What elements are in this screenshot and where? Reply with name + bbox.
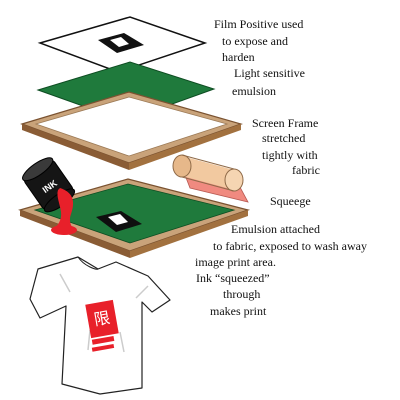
film-positive-artwork xyxy=(98,33,144,53)
ink-puddle xyxy=(51,225,77,235)
coated-screen-emulsion xyxy=(33,183,236,244)
label-emulsion-attached: Emulsion attached to fabric, exposed to … xyxy=(195,222,370,269)
label-ink: Ink “squeezed” through makes print xyxy=(196,271,273,318)
ink-pour xyxy=(52,188,76,235)
label-squeegee: Squeege xyxy=(270,194,311,208)
film-positive xyxy=(37,16,208,73)
print-glyph: 限 xyxy=(92,308,111,329)
coated-screen xyxy=(18,178,251,258)
screen-fabric xyxy=(34,96,229,157)
label-screen-frame: Screen Frame stretched tightly with fabr… xyxy=(252,116,321,177)
t-shirt: 限 xyxy=(29,256,171,395)
squeegee xyxy=(172,154,249,203)
label-emulsion: Light sensitive emulsion xyxy=(232,66,308,98)
t-shirt-print: 限 xyxy=(85,299,119,352)
label-film-positive: Film Positive used to expose and harden xyxy=(214,17,306,64)
screen-frame xyxy=(20,91,243,170)
ink-can: INK xyxy=(22,157,77,235)
coated-screen-image-area xyxy=(96,211,142,232)
